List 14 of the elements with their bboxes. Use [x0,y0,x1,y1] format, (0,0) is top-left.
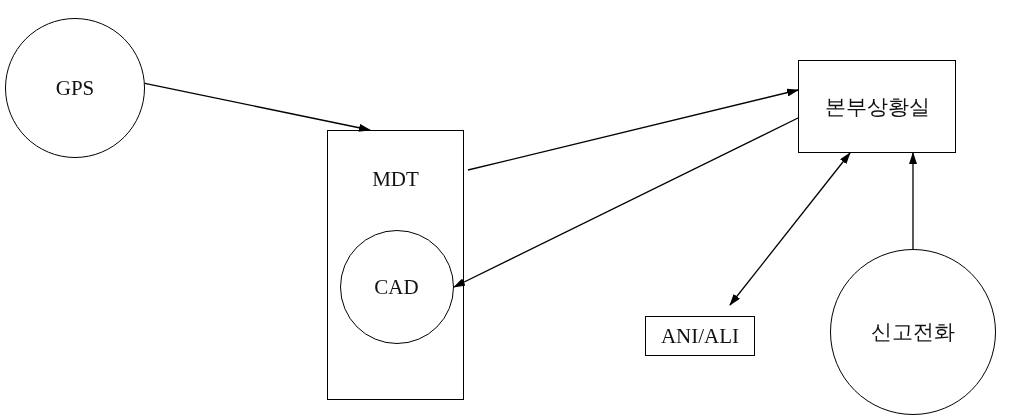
node-label: 본부상황실 [824,93,930,121]
arrow [144,82,371,132]
node-label: GPS [55,75,95,101]
arrow [453,117,799,288]
device-box [327,130,464,400]
process-box [645,316,755,356]
arrow [467,88,799,171]
node-label: CAD [374,274,419,299]
process-box [798,60,956,153]
arrow [729,152,851,306]
node-label: ANI/ALI [660,323,740,349]
arrow [909,152,917,250]
node-label: MDT [372,166,419,192]
node-label: 신고전화 [871,319,955,346]
